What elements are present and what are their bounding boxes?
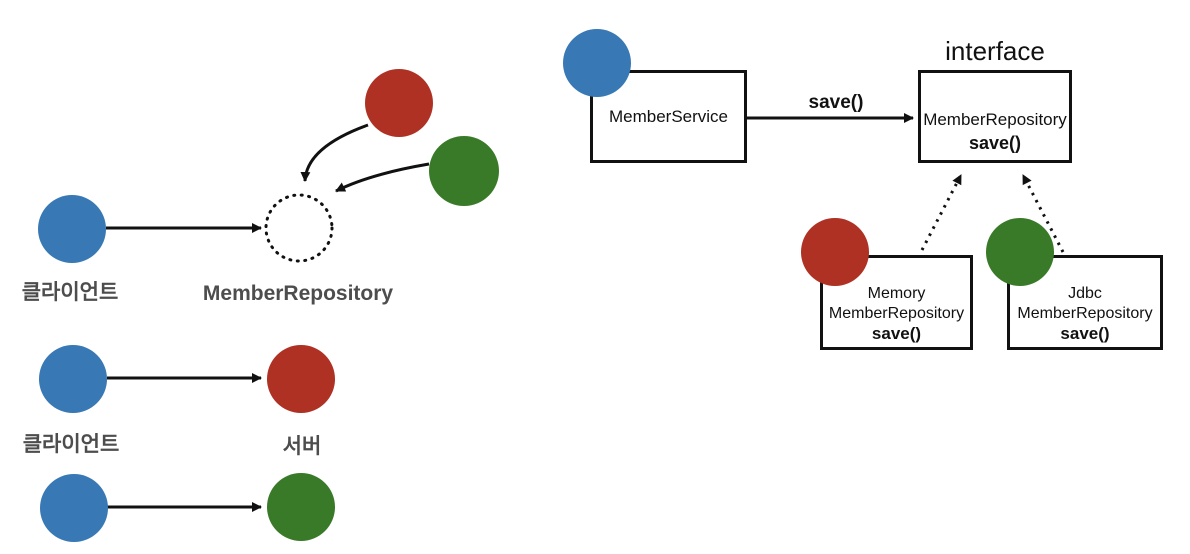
jdbc-box-line2: MemberRepository [1017, 305, 1153, 322]
jdbc-box-method: save() [1060, 324, 1110, 343]
memory-box-line2: MemberRepository [828, 305, 965, 322]
server-label-row2: 서버 [282, 435, 322, 458]
arrow-memory-implements-interface [920, 174, 963, 251]
arrow-green-impl-to-repository [335, 162, 430, 193]
arrow-red-impl-to-repository [300, 123, 369, 182]
memory-impl-node-floating [365, 69, 433, 137]
client-node-top [38, 195, 106, 263]
interface-box-title: MemberRepository [923, 110, 1067, 129]
client-node-row3 [40, 474, 108, 542]
member-service-box: MemberService [590, 70, 747, 163]
member-service-title: MemberService [608, 106, 729, 126]
jdbc-box-line1: Jdbc [1068, 285, 1102, 302]
interface-caption: interface [945, 36, 1045, 66]
repository-placeholder-circle [264, 193, 334, 263]
jdbc-impl-node [986, 218, 1054, 286]
memory-impl-node [801, 218, 869, 286]
client-label-top: 클라이언트 [21, 281, 119, 304]
client-node-row2 [39, 345, 107, 413]
arrow-jdbc-implements-interface [1021, 174, 1065, 253]
memory-box-line1: Memory [867, 285, 926, 302]
client-label-row2: 클라이언트 [22, 433, 120, 456]
server-node-green [267, 473, 335, 541]
jdbc-impl-node-floating [429, 136, 499, 206]
member-repository-interface-box: MemberRepository save() [918, 70, 1072, 163]
service-node-blue [563, 29, 631, 97]
repository-label: MemberRepository [202, 282, 394, 305]
save-arrow-label: save() [808, 92, 864, 113]
memory-box-method: save() [871, 324, 922, 343]
interface-box-method: save() [968, 133, 1022, 153]
server-node-red [267, 345, 335, 413]
